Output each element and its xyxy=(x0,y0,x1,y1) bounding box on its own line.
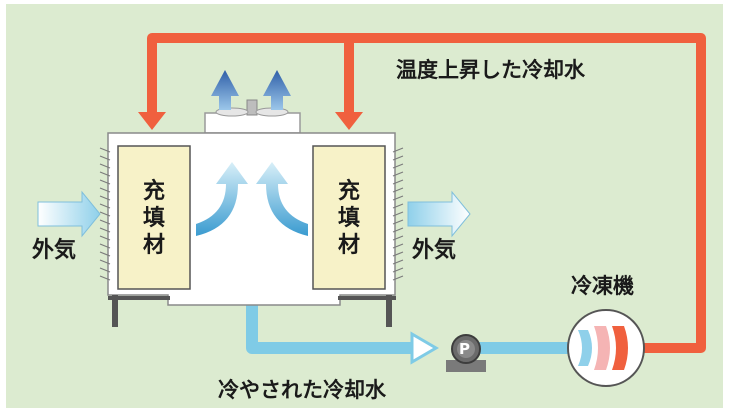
outside-air-label-right: 外気 xyxy=(412,238,457,263)
fill-char: 填 xyxy=(142,206,165,231)
tower-leg-left xyxy=(112,295,118,327)
pump-label: P xyxy=(459,340,470,358)
hot-water-arrow-left xyxy=(138,112,166,130)
fan-housing xyxy=(204,112,301,134)
outside-air-label-left: 外気 xyxy=(32,238,77,263)
curl-arrow-right xyxy=(256,162,308,236)
tower-leg-right xyxy=(386,295,392,327)
heated-water-label: 温度上昇した冷却水 xyxy=(396,58,585,82)
tower-base-right xyxy=(338,296,396,300)
louver-right xyxy=(392,147,404,281)
fill-char: 充 xyxy=(142,179,165,204)
curl-arrow-left xyxy=(196,162,248,236)
fill-material-right xyxy=(312,145,386,290)
fill-char: 材 xyxy=(142,233,165,258)
outside-air-arrow-left xyxy=(37,190,101,238)
exhaust-arrow-left xyxy=(211,70,239,110)
hot-water-arrow-right xyxy=(335,112,363,130)
exhaust-arrow-right xyxy=(263,70,291,110)
fill-char: 材 xyxy=(337,233,360,258)
fill-material-label-right: 充 填 材 xyxy=(334,178,364,259)
fill-material-left xyxy=(117,145,191,290)
fan-hub xyxy=(246,99,258,116)
fill-material-label-left: 充 填 材 xyxy=(139,178,169,259)
chiller-label: 冷凍機 xyxy=(571,274,634,298)
cooled-water-label: 冷やされた冷却水 xyxy=(218,378,386,402)
chiller xyxy=(567,309,645,387)
fill-char: 填 xyxy=(337,206,360,231)
heated-water-pipe xyxy=(147,33,706,353)
pump xyxy=(446,334,486,372)
cold-water-arrow xyxy=(410,331,439,365)
tower-base-left xyxy=(108,296,170,300)
outside-air-arrow-right xyxy=(407,190,471,238)
fill-char: 充 xyxy=(337,179,360,204)
louver-left xyxy=(99,147,111,281)
